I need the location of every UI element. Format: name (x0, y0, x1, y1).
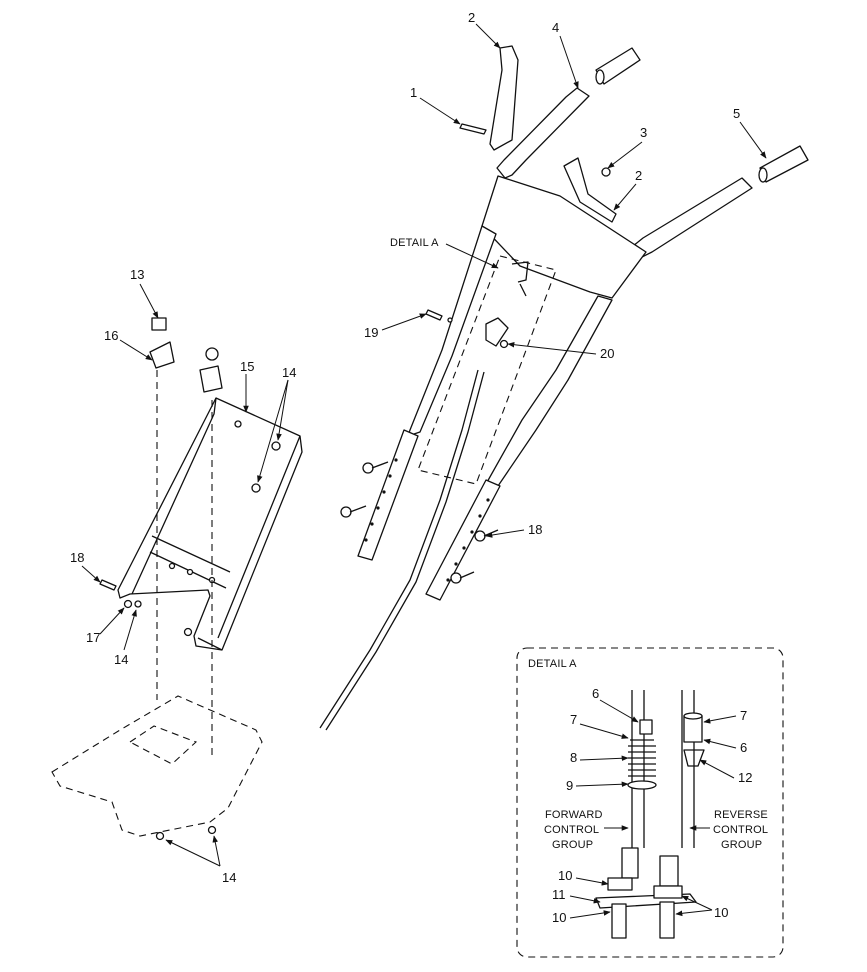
forward-group-line3: GROUP (552, 839, 593, 851)
callout-19: 19 (364, 325, 378, 340)
callout-5: 5 (733, 106, 740, 121)
handle-assembly (319, 45, 809, 731)
detail-callout-8: 8 (570, 750, 577, 765)
pin (459, 123, 487, 135)
right-lower-bracket (425, 479, 501, 601)
callout-18-left: 18 (70, 550, 84, 565)
base-plate (51, 695, 263, 837)
detail-callout-7-left: 7 (570, 712, 577, 727)
nut-3 (601, 167, 611, 177)
forward-group-line1: FORWARD (545, 809, 603, 821)
handle-panel (481, 175, 647, 299)
callout-3: 3 (640, 125, 647, 140)
callout-4: 4 (552, 20, 559, 35)
reverse-group-line2: CONTROL (713, 824, 768, 836)
nut-20 (499, 339, 509, 349)
right-handle-tube (632, 177, 753, 259)
detail-callout-11: 11 (552, 887, 566, 902)
detail-callout-10-top: 10 (558, 868, 572, 883)
callouts: 1 2 4 3 2 5 DETAIL A 19 20 18 (364, 10, 767, 538)
detail-callout-6-left: 6 (592, 686, 599, 701)
left-lower-bracket (357, 429, 419, 561)
callout-2-top: 2 (468, 10, 475, 25)
detail-callout-7-right: 7 (740, 708, 747, 723)
detail-callout-10-bottom: 10 (552, 910, 566, 925)
detail-a-inset: DETAIL A FORWARD CONTROL GROUP REVERSE C… (516, 647, 784, 958)
callout-2-right: 2 (635, 168, 642, 183)
control-lever-left (489, 45, 519, 151)
callout-14-bottom: 14 (222, 870, 236, 885)
callout-13: 13 (130, 267, 144, 282)
handle-frame (117, 397, 303, 651)
detail-a-outline (417, 255, 557, 485)
forward-group-line2: CONTROL (544, 824, 599, 836)
callout-1: 1 (410, 85, 417, 100)
callout-17: 17 (86, 630, 100, 645)
detail-callout-6-right: 6 (740, 740, 747, 755)
detail-callout-12: 12 (738, 770, 752, 785)
callout-14-top: 14 (282, 365, 296, 380)
detail-a-title: DETAIL A (528, 658, 577, 670)
bracket-16 (149, 341, 175, 369)
callouts-left: 13 16 15 14 18 17 14 14 (70, 267, 296, 885)
callout-16: 16 (104, 328, 118, 343)
reverse-group-line1: REVERSE (714, 809, 768, 821)
reverse-group-line3: GROUP (721, 839, 762, 851)
detail-a-label: DETAIL A (390, 237, 439, 249)
detail-a-frame (516, 647, 784, 958)
bolt-19 (425, 309, 443, 321)
detail-callout-9: 9 (566, 778, 573, 793)
detail-callout-10-right: 10 (714, 905, 728, 920)
control-cables (319, 369, 485, 731)
callout-20: 20 (600, 346, 614, 361)
callout-18-right: 18 (528, 522, 542, 537)
lever-bracket (563, 157, 617, 223)
bolt-13 (151, 317, 167, 331)
callout-14-mid: 14 (114, 652, 128, 667)
frame-assembly (51, 317, 303, 841)
left-lower-tube (407, 225, 497, 437)
callout-15: 15 (240, 359, 254, 374)
